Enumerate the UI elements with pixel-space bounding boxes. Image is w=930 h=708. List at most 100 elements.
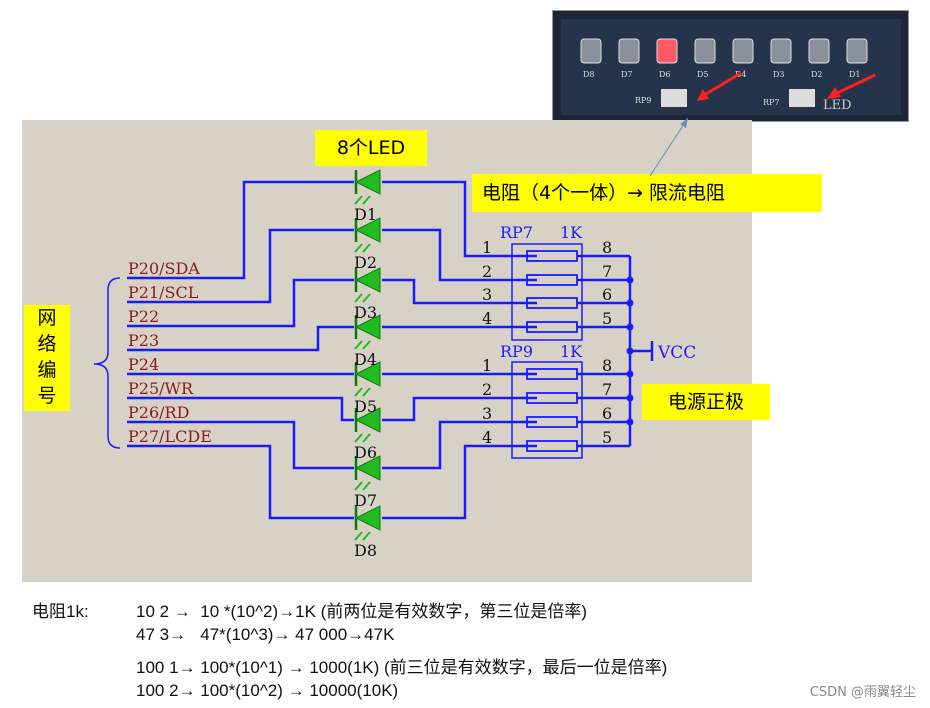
pin-number: 8 xyxy=(602,238,612,257)
photo-led-label: D7 xyxy=(621,70,633,79)
photo-led-label: D5 xyxy=(697,70,709,79)
led-diode xyxy=(354,455,381,491)
pin-number: 6 xyxy=(602,404,612,423)
red-arrowhead-icon xyxy=(697,89,709,101)
led-diode xyxy=(354,314,381,350)
junction-dot xyxy=(626,276,634,284)
red-arrow-icon xyxy=(832,73,876,97)
diode-label: D1 xyxy=(354,205,377,224)
photo-led-label: D8 xyxy=(583,70,595,79)
resistor-element xyxy=(526,440,578,452)
photo-led xyxy=(732,38,754,64)
junction-dots xyxy=(626,276,634,426)
led-diode xyxy=(354,169,381,205)
junction-dot xyxy=(626,370,634,378)
diodes xyxy=(354,169,381,541)
pin-number: 5 xyxy=(602,309,612,328)
pin-number: 1 xyxy=(482,356,492,375)
rp7-chip xyxy=(789,89,815,107)
resistor-element xyxy=(526,392,578,404)
photo-led xyxy=(656,38,678,64)
port-label: P26/RD xyxy=(128,403,189,422)
pin-number: 5 xyxy=(602,428,612,447)
diode-label: D4 xyxy=(354,350,377,369)
vcc-label: VCC xyxy=(657,343,696,363)
note-line: 100 2→ 100*(10^2) → 10000(10K) xyxy=(136,681,399,700)
rp9-value: 1K xyxy=(560,342,583,361)
junction-dot xyxy=(626,347,634,355)
diode-label: D8 xyxy=(354,541,377,560)
photo-silk-text: LED xyxy=(823,98,852,113)
resistor-element xyxy=(526,321,578,333)
led-diode xyxy=(354,217,381,253)
diode-label: D3 xyxy=(354,303,377,322)
red-arrowhead-icon xyxy=(827,87,841,99)
diode-label: D2 xyxy=(354,253,377,272)
photo-led xyxy=(846,38,868,64)
junction-dot xyxy=(626,299,634,307)
resistor-element xyxy=(526,250,578,262)
pin-number: 2 xyxy=(482,262,492,281)
junction-dot xyxy=(626,323,634,331)
pin-number: 8 xyxy=(602,356,612,375)
notes-prefix: 电阻1k: xyxy=(32,602,89,621)
resistor-element xyxy=(526,416,578,428)
photo-led xyxy=(694,38,716,64)
photo-led xyxy=(618,38,640,64)
pin-number: 7 xyxy=(602,262,612,281)
photo-rp9-label: RP9 xyxy=(635,96,652,105)
pin-number: 7 xyxy=(602,380,612,399)
pin-number: 4 xyxy=(482,309,492,328)
rp9-name: RP9 xyxy=(500,342,533,361)
port-label: P27/LCDE xyxy=(128,427,212,446)
pin-number: 6 xyxy=(602,285,612,304)
photo-rp7-label: RP7 xyxy=(763,98,780,107)
port-label: P20/SDA xyxy=(128,259,200,278)
led-count-label: 8个LED xyxy=(315,130,427,166)
wires xyxy=(93,180,654,520)
pin-number: 2 xyxy=(482,380,492,399)
resistor-element xyxy=(526,297,578,309)
led-diode xyxy=(354,505,381,541)
led-diode xyxy=(354,407,381,443)
diode-label: D5 xyxy=(354,397,377,416)
red-arrow-icon xyxy=(700,71,742,99)
port-label: P24 xyxy=(128,355,159,374)
resistor-element xyxy=(526,368,578,380)
note-line: 100 1→ 100*(10^1) → 1000(1K) (前三位是有效数字，最… xyxy=(136,658,668,677)
port-label: P22 xyxy=(128,307,159,326)
photo-led-label: D2 xyxy=(811,70,823,79)
net-label-char: 络 xyxy=(37,333,57,355)
junction-dot xyxy=(626,418,634,426)
diode-label: D7 xyxy=(354,491,377,510)
led-board-photo: D8D7D6D5D4D3D2D1 RP9 RP7 LED xyxy=(552,10,909,122)
photo-led xyxy=(580,38,602,64)
rp7-name: RP7 xyxy=(500,223,533,242)
port-label: P21/SCL xyxy=(128,283,199,302)
photo-led xyxy=(808,38,830,64)
pin-number: 4 xyxy=(482,428,492,447)
junction-dot xyxy=(626,394,634,402)
resistor-label: 电阻（4个一体）→ 限流电阻 xyxy=(472,174,822,212)
pin-number: 3 xyxy=(482,285,492,304)
watermark: CSDN @雨翼轻尘 xyxy=(809,685,916,700)
net-label-char: 网 xyxy=(37,307,57,329)
port-label: P25/WR xyxy=(128,379,194,398)
note-line: 47 3→ 47*(10^3)→ 47 000→47K xyxy=(136,625,395,644)
resistor-bodies xyxy=(526,250,578,452)
rp7-value: 1K xyxy=(560,223,583,242)
rp9-chip xyxy=(661,89,687,107)
pin-labels: 1 8 2 7 3 6 4 5 1 8 2 7 3 6 4 5 xyxy=(482,238,612,447)
pin-number: 3 xyxy=(482,404,492,423)
resistor-element xyxy=(526,274,578,286)
pin-number: 1 xyxy=(482,238,492,257)
diode-label: D6 xyxy=(354,443,377,462)
photo-led-label: D3 xyxy=(773,70,785,79)
led-diode xyxy=(354,361,381,397)
net-label-char: 号 xyxy=(37,385,57,407)
port-label: P23 xyxy=(128,331,159,350)
note-line: 10 2 → 10 *(10^2)→1K (前两位是有效数字，第三位是倍率) xyxy=(136,602,588,621)
led-diode xyxy=(354,267,381,303)
